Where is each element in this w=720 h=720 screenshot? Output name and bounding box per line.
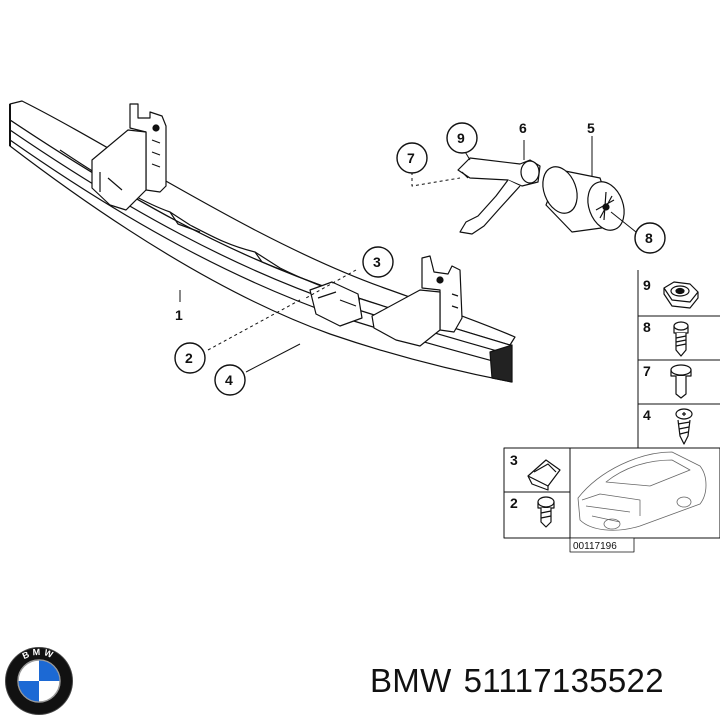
callout-7-circle <box>396 142 428 174</box>
callout-3-circle <box>362 246 394 278</box>
callout-3-label: 3 <box>373 254 381 270</box>
legend-7-label: 7 <box>643 363 651 379</box>
clip-nut-icon <box>527 459 561 491</box>
diagram-code: 00117196 <box>573 541 617 552</box>
callout-8-label: 8 <box>645 230 653 246</box>
legend-4-label: 4 <box>643 407 651 423</box>
legend-2-label: 2 <box>510 495 518 511</box>
callout-5-label: 5 <box>587 120 595 136</box>
callout-7-label: 7 <box>407 150 415 166</box>
impact-absorber <box>542 166 625 233</box>
bolt-icon <box>673 321 689 357</box>
nut-icon <box>663 281 699 309</box>
callout-6-label: 6 <box>519 120 527 136</box>
callout-2-circle <box>174 342 206 374</box>
legend-3-label: 3 <box>510 452 518 468</box>
hex-bolt-icon <box>537 496 555 528</box>
callout-9-label: 9 <box>457 130 465 146</box>
brand-name: BMW <box>370 662 452 699</box>
bmw-logo-letters: BMW <box>21 647 57 661</box>
right-mount-bracket <box>371 255 463 347</box>
callout-8-circle <box>634 222 666 254</box>
callout-circles <box>174 122 666 396</box>
deformation-element-bracket <box>457 157 541 235</box>
legend-9-label: 9 <box>643 277 651 293</box>
callout-4-circle <box>214 364 246 396</box>
part-number: 51117135522 <box>463 662 664 699</box>
diagram-code-box <box>569 537 635 553</box>
legend-8-label: 8 <box>643 319 651 335</box>
callout-9-circle <box>446 122 478 154</box>
callout-2-label: 2 <box>185 350 193 366</box>
fastener-legend <box>503 270 720 539</box>
left-mount-bracket <box>91 103 167 211</box>
bmw-logo-icon: BMW <box>5 647 73 715</box>
center-mount-bracket <box>309 281 363 327</box>
screw-icon <box>675 408 693 445</box>
part-caption: BMW 51117135522 <box>370 662 664 700</box>
vehicle-thumbnail <box>577 451 707 531</box>
callout-4-label: 4 <box>225 372 233 388</box>
flange-bolt-icon <box>670 364 692 399</box>
callout-1-label: 1 <box>175 307 183 323</box>
bumper-carrier <box>9 100 516 383</box>
